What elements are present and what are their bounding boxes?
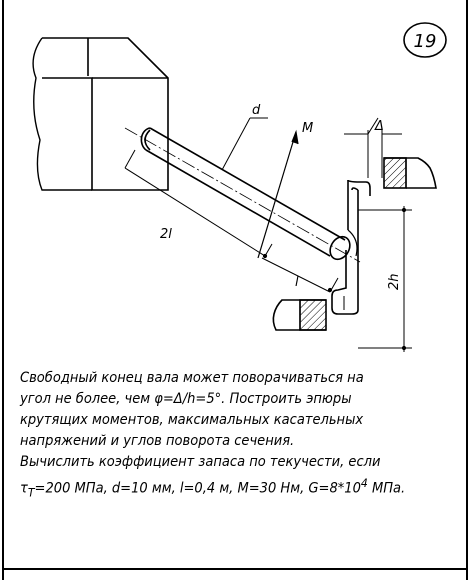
upper-stop <box>383 157 437 189</box>
shaft-centerline <box>124 127 361 263</box>
params-line: τT=200 МПа, d=10 мм, l=0,4 м, M=30 Нм, G… <box>20 473 405 500</box>
text-line: Свободный конец вала может поворачиватьс… <box>20 370 364 386</box>
problem-statement: Свободный конец вала может поворачиватьс… <box>20 368 405 500</box>
params-values-a: =200 МПа, d=10 мм, l=0,4 м, M=30 Нм, G=8… <box>34 480 361 497</box>
label-height-2h: 2h <box>387 273 402 290</box>
text-line: Вычислить коэффициент запаса по текучест… <box>20 454 381 470</box>
frame-bottom-line <box>2 568 468 570</box>
lever-arm <box>331 179 371 315</box>
params-values-b: МПа. <box>367 480 406 497</box>
problem-number: 19 <box>414 31 437 52</box>
tau-symbol: τ <box>20 480 28 497</box>
problem-number-badge: 19 <box>403 22 447 58</box>
dimension-2l <box>124 149 273 259</box>
label-moment: M <box>302 121 313 136</box>
text-line: угол не более, чем φ=Δ/h=5°. Построить э… <box>20 391 352 407</box>
shaft <box>140 127 351 261</box>
frame-left-line <box>2 0 4 580</box>
text-line: напряжений и углов поворота сечения. <box>20 433 295 449</box>
moment-arrow <box>257 129 299 259</box>
dimension-l <box>261 257 339 293</box>
fixed-wall-block <box>32 37 169 191</box>
dimension-2h <box>358 206 412 352</box>
tau-subscript: T <box>27 485 35 500</box>
label-gap: Δ <box>374 119 384 134</box>
label-diameter: d <box>252 103 261 118</box>
lower-stop <box>272 299 327 331</box>
gap-dimension <box>344 117 402 178</box>
diameter-leader <box>221 117 268 171</box>
shaft-diagram: d M 2l l Δ <box>32 22 447 352</box>
exponent: 4 <box>360 476 368 490</box>
label-length-2l: 2l <box>160 227 172 242</box>
frame-right-line <box>466 0 468 580</box>
label-length-l: l <box>295 275 299 290</box>
text-line: крутящих моментов, максимальных касатель… <box>20 412 364 428</box>
